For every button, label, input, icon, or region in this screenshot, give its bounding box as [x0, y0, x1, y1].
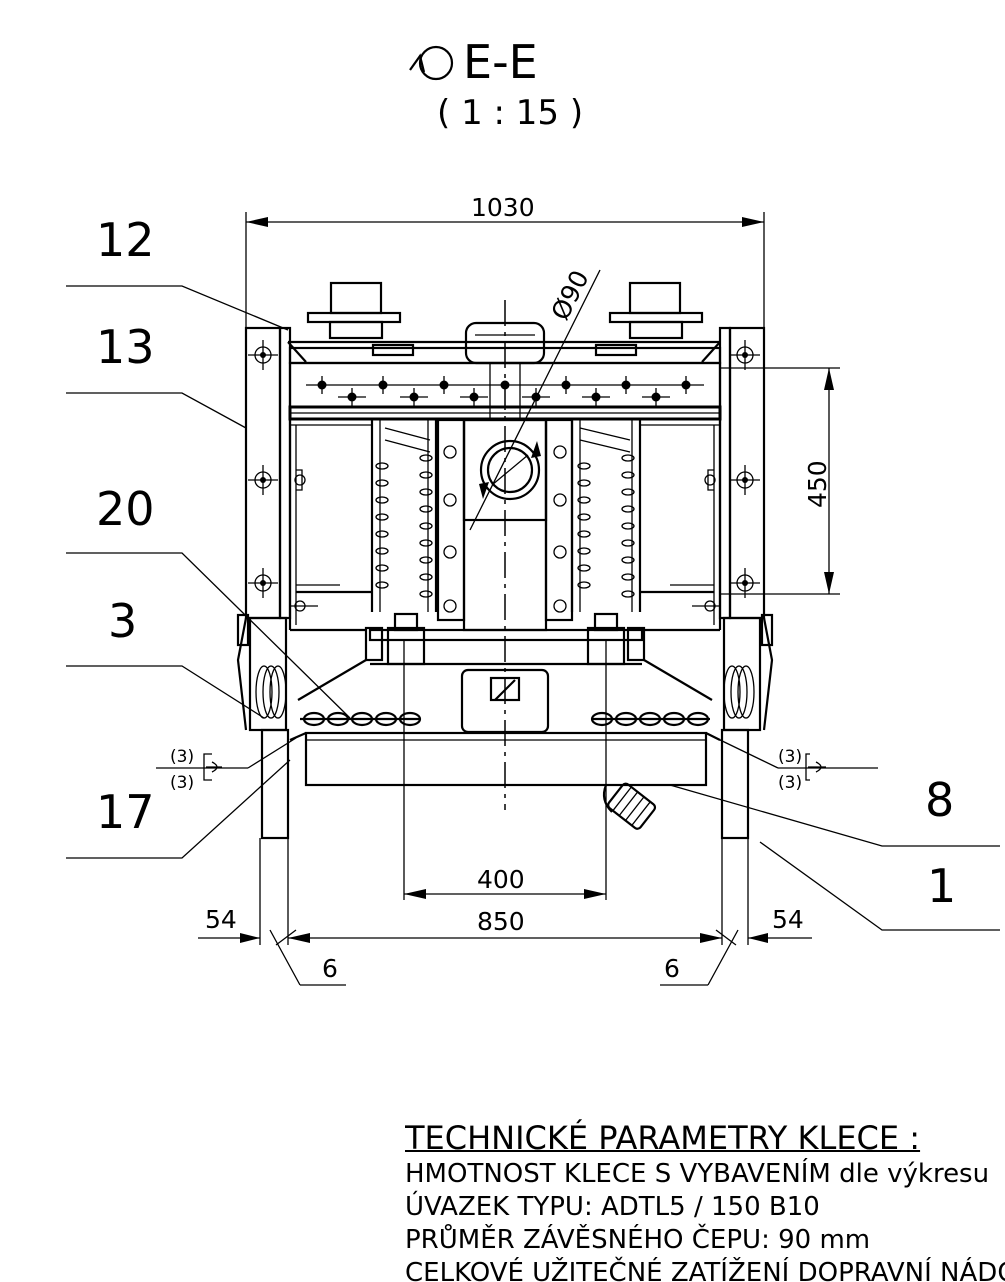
column-bolts — [248, 340, 760, 598]
weld-symbol-right — [715, 737, 878, 781]
callout-leaders — [66, 285, 1000, 931]
spring-spacing-dimension — [403, 640, 607, 900]
weld-3-label: (3) — [778, 747, 802, 767]
callout-12: 12 — [96, 213, 155, 267]
parameter-line: HMOTNOST KLECE S VYBAVENÍM dle výkresu — [405, 1159, 990, 1189]
parameter-line: CELKOVÉ UŽITEČNÉ ZATÍŽENÍ DOPRAVNÍ NÁDOB… — [405, 1258, 1005, 1282]
middle-body — [288, 419, 722, 630]
central-hanger — [436, 418, 574, 632]
callout-13: 13 — [96, 320, 155, 374]
right-spring — [570, 420, 642, 612]
weld-2-label: (3) — [170, 773, 194, 793]
callout-20: 20 — [96, 482, 155, 536]
gap-dimension-left — [269, 929, 346, 986]
height-dimension — [720, 367, 840, 595]
left-chain — [300, 711, 422, 727]
technical-parameters: TECHNICKÉ PARAMETRY KLECE : HMOTNOST KLE… — [405, 1118, 1005, 1282]
inner-width-dimension — [259, 838, 749, 945]
overall-width-label: 1030 — [471, 193, 535, 222]
spring-spacing-label: 400 — [477, 865, 525, 894]
side-right-label: 54 — [772, 905, 804, 934]
rotated-view-icon — [409, 45, 454, 81]
inner-width-label: 850 — [477, 907, 525, 936]
side-left-label: 54 — [205, 905, 237, 934]
gap-left-label: 6 — [322, 954, 338, 983]
scale-label: ( 1 : 15 ) — [437, 93, 583, 133]
callout-1: 1 — [927, 859, 956, 913]
weld-1-label: (3) — [170, 747, 194, 767]
bottom-tray — [289, 731, 721, 830]
gap-dimension-right — [660, 929, 739, 986]
pin-diameter-leader — [469, 269, 601, 531]
height-label: 450 — [803, 460, 832, 508]
side-dimension-left — [198, 933, 260, 943]
callout-8: 8 — [925, 773, 954, 827]
left-spring — [370, 420, 438, 612]
parameter-line: ÚVAZEK TYPU: ADTL5 / 150 B10 — [405, 1192, 820, 1222]
overall-width-dimension — [245, 212, 765, 330]
weld-4-label: (3) — [778, 773, 802, 793]
side-dimension-right — [748, 933, 812, 943]
callout-3: 3 — [108, 594, 137, 648]
parameter-line: PRŮMĚR ZÁVĚSNÉHO ČEPU: 90 mm — [405, 1225, 871, 1255]
section-label: E-E — [463, 35, 538, 89]
weld-symbol-left — [156, 737, 297, 781]
callout-17: 17 — [96, 785, 155, 839]
right-chain — [590, 711, 710, 727]
top-frame — [287, 340, 722, 421]
gap-right-label: 6 — [664, 954, 680, 983]
parameters-heading: TECHNICKÉ PARAMETRY KLECE : — [405, 1119, 921, 1157]
